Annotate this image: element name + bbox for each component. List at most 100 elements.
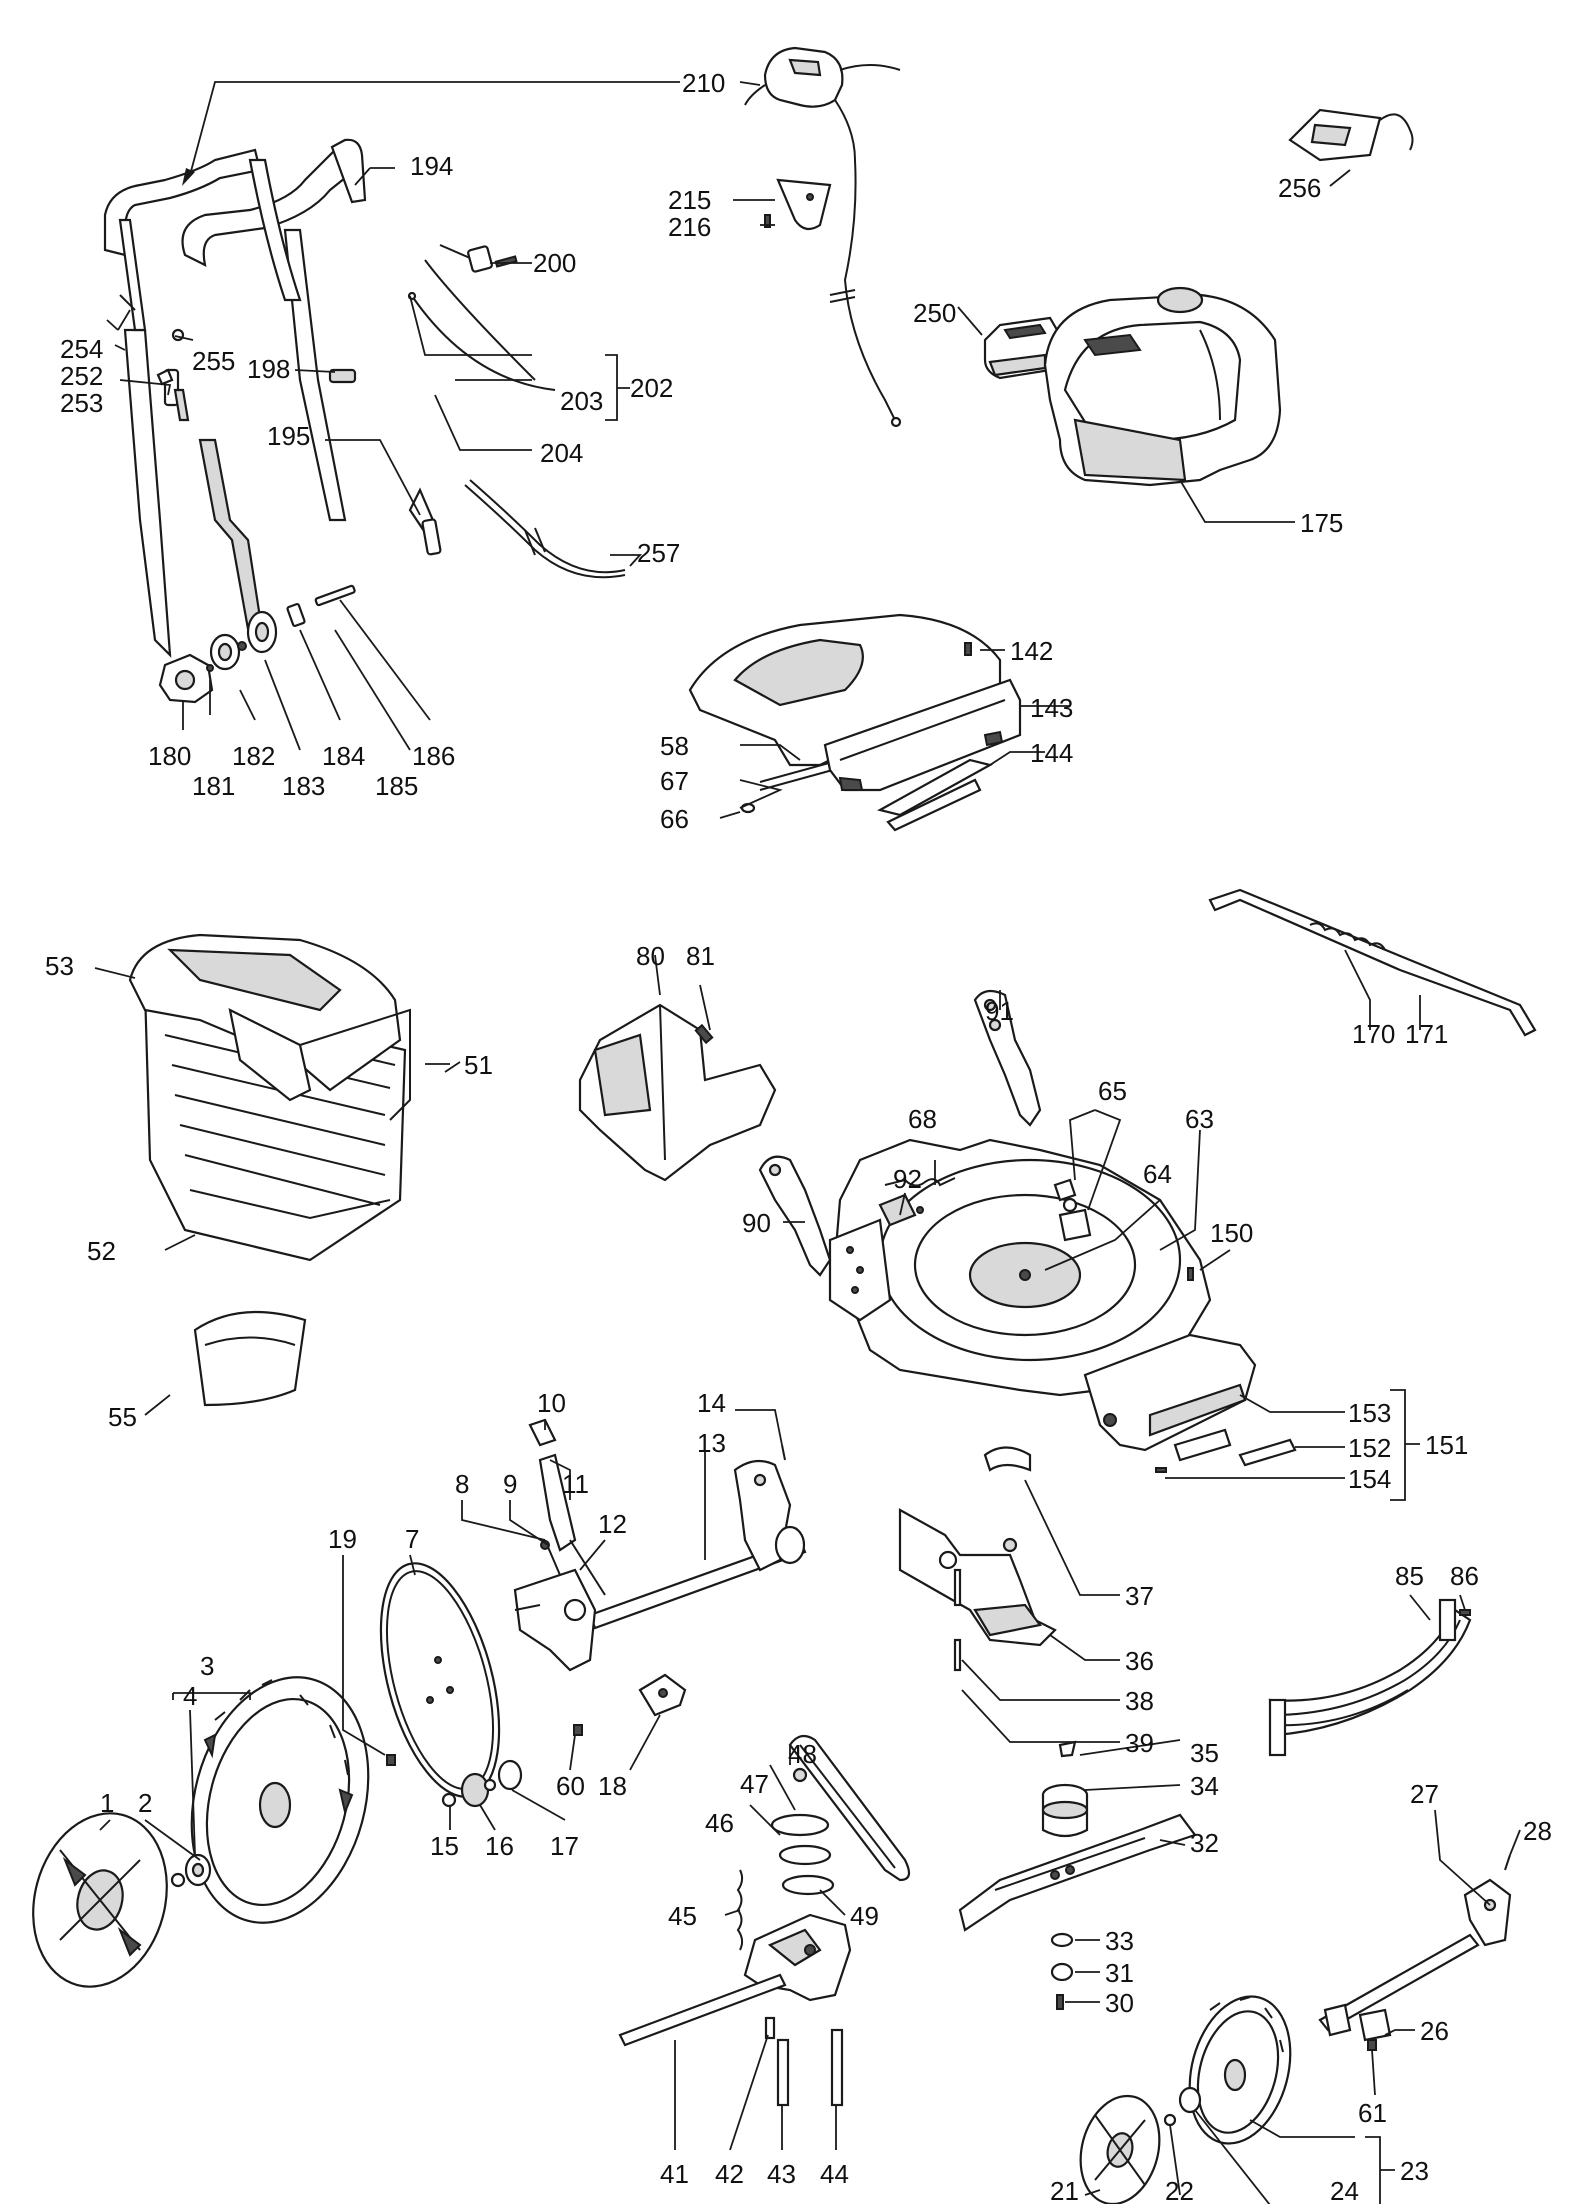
label-18: 18 [598,1771,627,1801]
label-181: 181 [192,771,235,801]
part-labels: 210 194 215 216 200 256 250 254 255 198 … [45,68,1552,2204]
label-195: 195 [267,421,310,451]
label-3: 3 [200,1651,214,1681]
cable-202 [407,244,556,391]
label-34: 34 [1190,1771,1219,1801]
label-44: 44 [820,2159,849,2189]
label-252: 252 [60,361,103,391]
label-210: 210 [682,68,725,98]
label-42: 42 [715,2159,744,2189]
label-216: 216 [668,212,711,242]
label-37: 37 [1125,1581,1154,1611]
leader-lines [94,81,1521,2204]
switch-256 [1288,108,1414,162]
axle-13 [588,1444,807,1630]
label-257: 257 [637,538,680,568]
handle-arrow [182,81,680,186]
label-58: 58 [660,731,689,761]
label-63: 63 [1185,1104,1214,1134]
label-143: 143 [1030,693,1073,723]
label-28: 28 [1523,1816,1552,1846]
label-153: 153 [1348,1398,1391,1428]
label-24: 24 [1330,2176,1359,2204]
label-38: 38 [1125,1686,1154,1716]
label-86: 86 [1450,1561,1479,1591]
label-2: 2 [138,1788,152,1818]
label-204: 204 [540,438,583,468]
label-85: 85 [1395,1561,1424,1591]
gear-plate-7 [379,1418,687,1798]
bracket-215 [764,178,832,231]
label-41: 41 [660,2159,689,2189]
label-60: 60 [556,1771,585,1801]
label-183: 183 [282,771,325,801]
handle-assembly [103,138,442,658]
label-14: 14 [697,1388,726,1418]
label-19: 19 [328,1524,357,1554]
label-23: 23 [1400,2156,1429,2186]
label-171: 171 [1405,1019,1448,1049]
label-254: 254 [60,334,103,364]
label-47: 47 [740,1769,769,1799]
hose-257 [464,479,626,579]
label-15: 15 [430,1831,459,1861]
label-91: 91 [985,996,1014,1026]
label-92: 92 [893,1164,922,1194]
label-66: 66 [660,804,689,834]
label-10: 10 [537,1388,566,1418]
label-27: 27 [1410,1779,1439,1809]
label-36: 36 [1125,1646,1154,1676]
label-32: 32 [1190,1828,1219,1858]
label-61: 61 [1358,2098,1387,2128]
knob-assembly [158,584,356,704]
label-253: 253 [60,388,103,418]
label-203: 203 [560,386,603,416]
label-53: 53 [45,951,74,981]
label-80: 80 [636,941,665,971]
label-46: 46 [705,1808,734,1838]
label-182: 182 [232,741,275,771]
label-152: 152 [1348,1433,1391,1463]
label-26: 26 [1420,2016,1449,2046]
label-13: 13 [697,1428,726,1458]
throttle-lever-210 [744,46,902,428]
gearbox-45 [618,1734,911,2107]
label-215: 215 [668,185,711,215]
label-11: 11 [562,1469,589,1499]
label-194: 194 [410,151,453,181]
label-52: 52 [87,1236,116,1266]
label-184: 184 [322,741,365,771]
engine-175 [1043,286,1282,487]
label-202: 202 [630,373,673,403]
label-16: 16 [485,1831,514,1861]
rear-flap-80 [578,1003,777,1182]
label-51: 51 [464,1050,493,1080]
blade-32 [958,1740,1197,2010]
drive-gear-16 [441,1759,523,1808]
label-68: 68 [908,1104,937,1134]
baffle-36 [898,1446,1057,1672]
hubcap-1 [32,1812,212,1988]
label-1: 1 [100,1788,114,1818]
label-64: 64 [1143,1159,1172,1189]
label-255: 255 [192,346,235,376]
label-144: 144 [1030,738,1073,768]
label-48: 48 [788,1739,817,1769]
label-4: 4 [183,1681,197,1711]
deflector-85 [1268,1598,1472,1757]
front-wheel-23 [1079,1995,1292,2204]
label-22: 22 [1165,2176,1194,2204]
cover-143 [823,642,1022,832]
label-198: 198 [247,354,290,384]
label-142: 142 [1010,636,1053,666]
label-151: 151 [1425,1430,1468,1460]
deck-63 [758,989,1297,1473]
mulch-plug-55 [193,1310,307,1407]
front-axle-27 [1318,1854,1512,2051]
label-81: 81 [686,941,715,971]
label-45: 45 [668,1901,697,1931]
label-21: 21 [1050,2176,1079,2204]
label-12: 12 [598,1509,627,1539]
rear-wheel-3 [190,1676,370,1924]
